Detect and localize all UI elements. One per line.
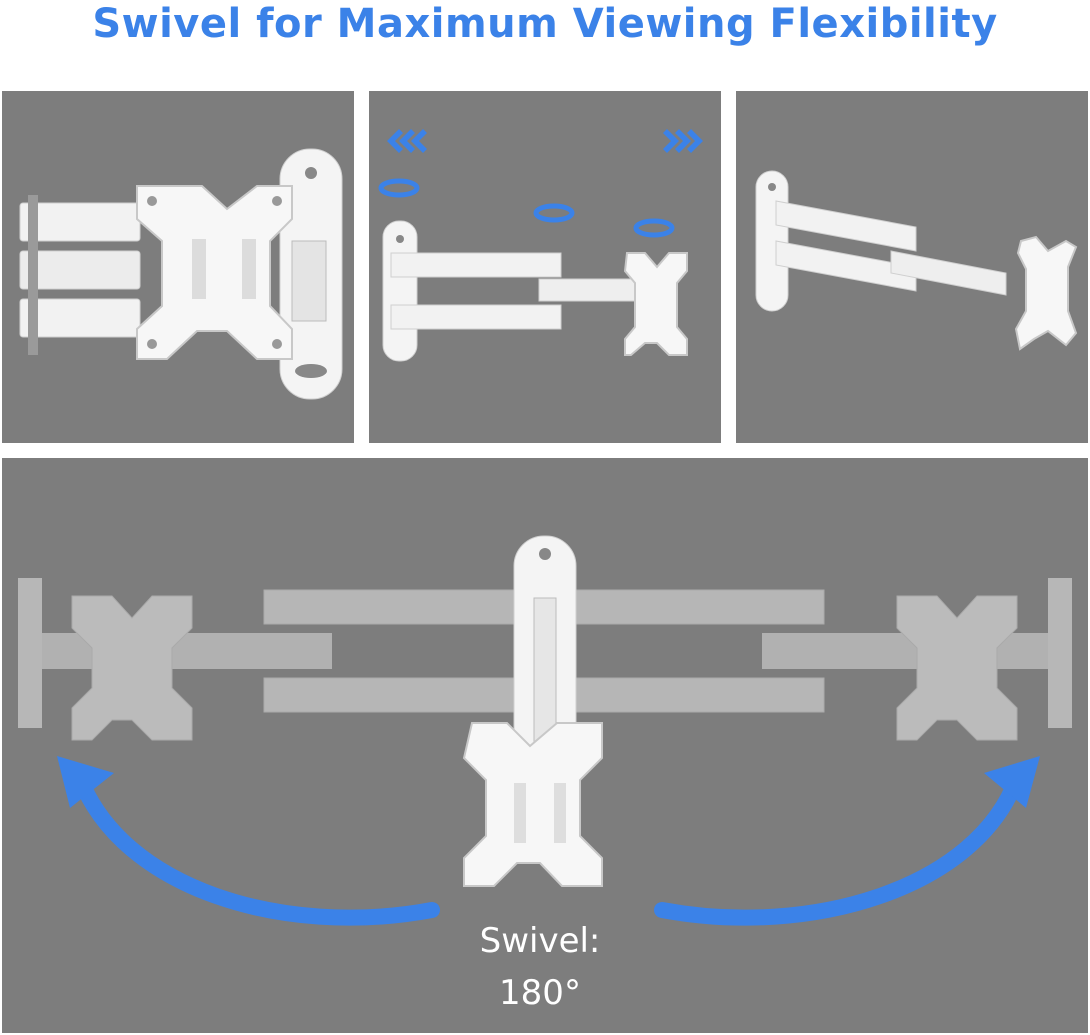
mount-extended-illustration	[378, 129, 703, 362]
rotate-icon	[378, 178, 675, 238]
swivel-value: 180°	[499, 973, 581, 1013]
curved-arrow-icon	[654, 756, 1040, 926]
mount-angled-panel	[736, 91, 1088, 443]
mount-extended-panel	[369, 91, 721, 443]
swivel-range-panel	[2, 458, 1088, 1033]
mount-closeup-illustration	[19, 148, 343, 400]
swivel-label: Swivel:	[479, 921, 601, 961]
chevron-left-triple-icon	[387, 129, 427, 153]
chevron-right-triple-icon	[663, 129, 703, 153]
mount-angled-illustration	[755, 170, 1078, 351]
swivel-caption: Swivel: 180°	[440, 915, 640, 1019]
curved-arrow-icon	[57, 756, 440, 926]
page-title: Swivel for Maximum Viewing Flexibility	[92, 1, 998, 47]
swivel-range-illustration	[18, 535, 1072, 926]
mount-closeup-panel	[2, 91, 354, 443]
